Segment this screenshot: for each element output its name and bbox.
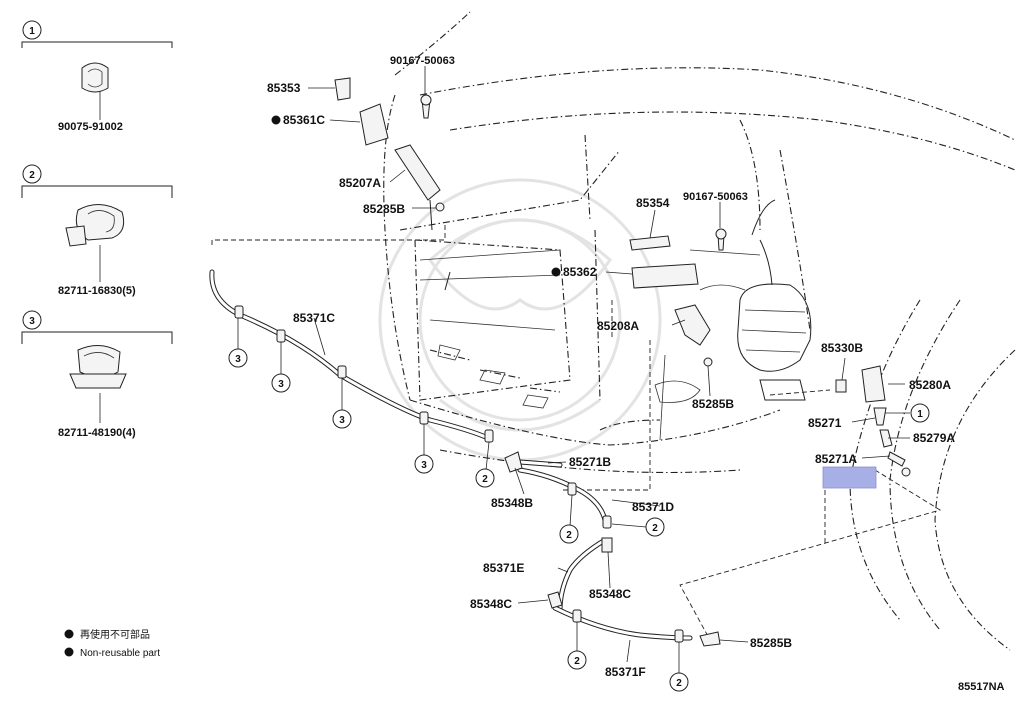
- svg-text:2: 2: [676, 678, 682, 689]
- part-label-85279a[interactable]: 85279A: [913, 431, 955, 445]
- svg-text:2: 2: [482, 474, 488, 485]
- part-label-85271b[interactable]: 85271B: [569, 455, 611, 469]
- part-label-85285b-mid[interactable]: 85285B: [692, 397, 734, 411]
- hose-85371c: [209, 269, 491, 441]
- part-label-85280a[interactable]: 85280A: [909, 378, 951, 392]
- label-leaders: [99, 66, 910, 663]
- clip-callout-3: 3: [271, 342, 291, 393]
- part-label-85208a[interactable]: 85208A: [597, 319, 639, 333]
- part-label-85348c-right[interactable]: 85348C: [589, 587, 631, 601]
- legend-en: Non-reusable part: [80, 648, 160, 659]
- part-label-85371d[interactable]: 85371D: [632, 500, 674, 514]
- svg-text:3: 3: [235, 354, 241, 365]
- clip-callout-3: 3: [228, 318, 248, 368]
- clip-group-1: 1 90075-91002: [21, 20, 173, 133]
- callout-circles: 3 3 3 3 2 2 2 2: [228, 318, 930, 692]
- clip-part-82711-16830[interactable]: 82711-16830(5): [58, 285, 136, 297]
- svg-text:3: 3: [29, 316, 35, 327]
- clip-icon-82711-16830: [65, 204, 125, 247]
- part-label-85285b-bottom[interactable]: 85285B: [750, 636, 792, 650]
- clip-callout-3: 3: [414, 424, 434, 474]
- part-label-85371e[interactable]: 85371E: [483, 561, 524, 575]
- part-label-85371c[interactable]: 85371C: [293, 311, 335, 325]
- svg-text:3: 3: [339, 415, 345, 426]
- svg-text:3: 3: [278, 379, 284, 390]
- svg-text:2: 2: [566, 530, 572, 541]
- clip-icon-82711-48190: [69, 345, 127, 389]
- clip-callout-1: 1: [910, 403, 930, 423]
- washer-tank: [699, 199, 812, 401]
- part-labels: 90167-50063 85353 85361C 85207A 85285B 9…: [267, 55, 955, 679]
- diagram-id: 85517NA: [958, 681, 1005, 693]
- clip-icon-90075: [81, 62, 109, 93]
- part-label-90167-50063-right[interactable]: 90167-50063: [683, 191, 748, 203]
- non-reusable-marker: [271, 115, 281, 125]
- part-label-85362[interactable]: 85362: [563, 265, 597, 279]
- part-label-85348b[interactable]: 85348B: [491, 496, 533, 510]
- part-label-85285b-top[interactable]: 85285B: [363, 202, 405, 216]
- clip-callout-2: 2: [611, 517, 665, 537]
- non-reusable-marker: [551, 267, 561, 277]
- part-label-85207a[interactable]: 85207A: [339, 176, 381, 190]
- clip-group-2: 2 82711-16830(5): [21, 164, 173, 297]
- part-shapes: [334, 77, 911, 647]
- grille-details: [419, 249, 761, 441]
- clip-callout-3: 3: [332, 378, 352, 429]
- dashed-leaders: [211, 225, 942, 641]
- clip-group-3: 3 82711-48190(4): [21, 310, 173, 439]
- clip-callout-2: 2: [669, 642, 689, 692]
- hose-85371d: [517, 467, 608, 523]
- part-label-85353[interactable]: 85353: [267, 81, 301, 95]
- clip-callout-2: 2: [567, 622, 587, 670]
- clip-callout-2: 2: [475, 441, 495, 488]
- part-label-85361c[interactable]: 85361C: [283, 113, 325, 127]
- part-label-85354[interactable]: 85354: [636, 196, 670, 210]
- part-label-85271a[interactable]: 85271A: [815, 452, 857, 466]
- clip-callout-2: 2: [559, 494, 579, 544]
- svg-text:2: 2: [652, 523, 658, 534]
- highlight-box: [822, 466, 877, 489]
- part-label-85348c-left[interactable]: 85348C: [470, 597, 512, 611]
- legend-jp: 再使用不可部品: [80, 628, 150, 641]
- part-label-85271[interactable]: 85271: [808, 416, 842, 430]
- legend: 再使用不可部品 Non-reusable part: [64, 628, 160, 659]
- svg-text:1: 1: [29, 26, 35, 37]
- part-label-90167-50063-top[interactable]: 90167-50063: [390, 55, 455, 67]
- part-label-85330b[interactable]: 85330B: [821, 341, 863, 355]
- svg-text:2: 2: [574, 656, 580, 667]
- hose-85371e: [557, 537, 608, 613]
- svg-text:2: 2: [29, 170, 35, 181]
- clip-part-82711-48190[interactable]: 82711-48190(4): [58, 427, 136, 439]
- part-label-85371f[interactable]: 85371F: [605, 665, 646, 679]
- svg-text:3: 3: [421, 460, 427, 471]
- vehicle-body-outline: [383, 11, 1016, 651]
- hose-85271b: [517, 459, 563, 468]
- clip-part-90075-91002[interactable]: 90075-91002: [58, 121, 123, 133]
- svg-text:1: 1: [917, 409, 923, 420]
